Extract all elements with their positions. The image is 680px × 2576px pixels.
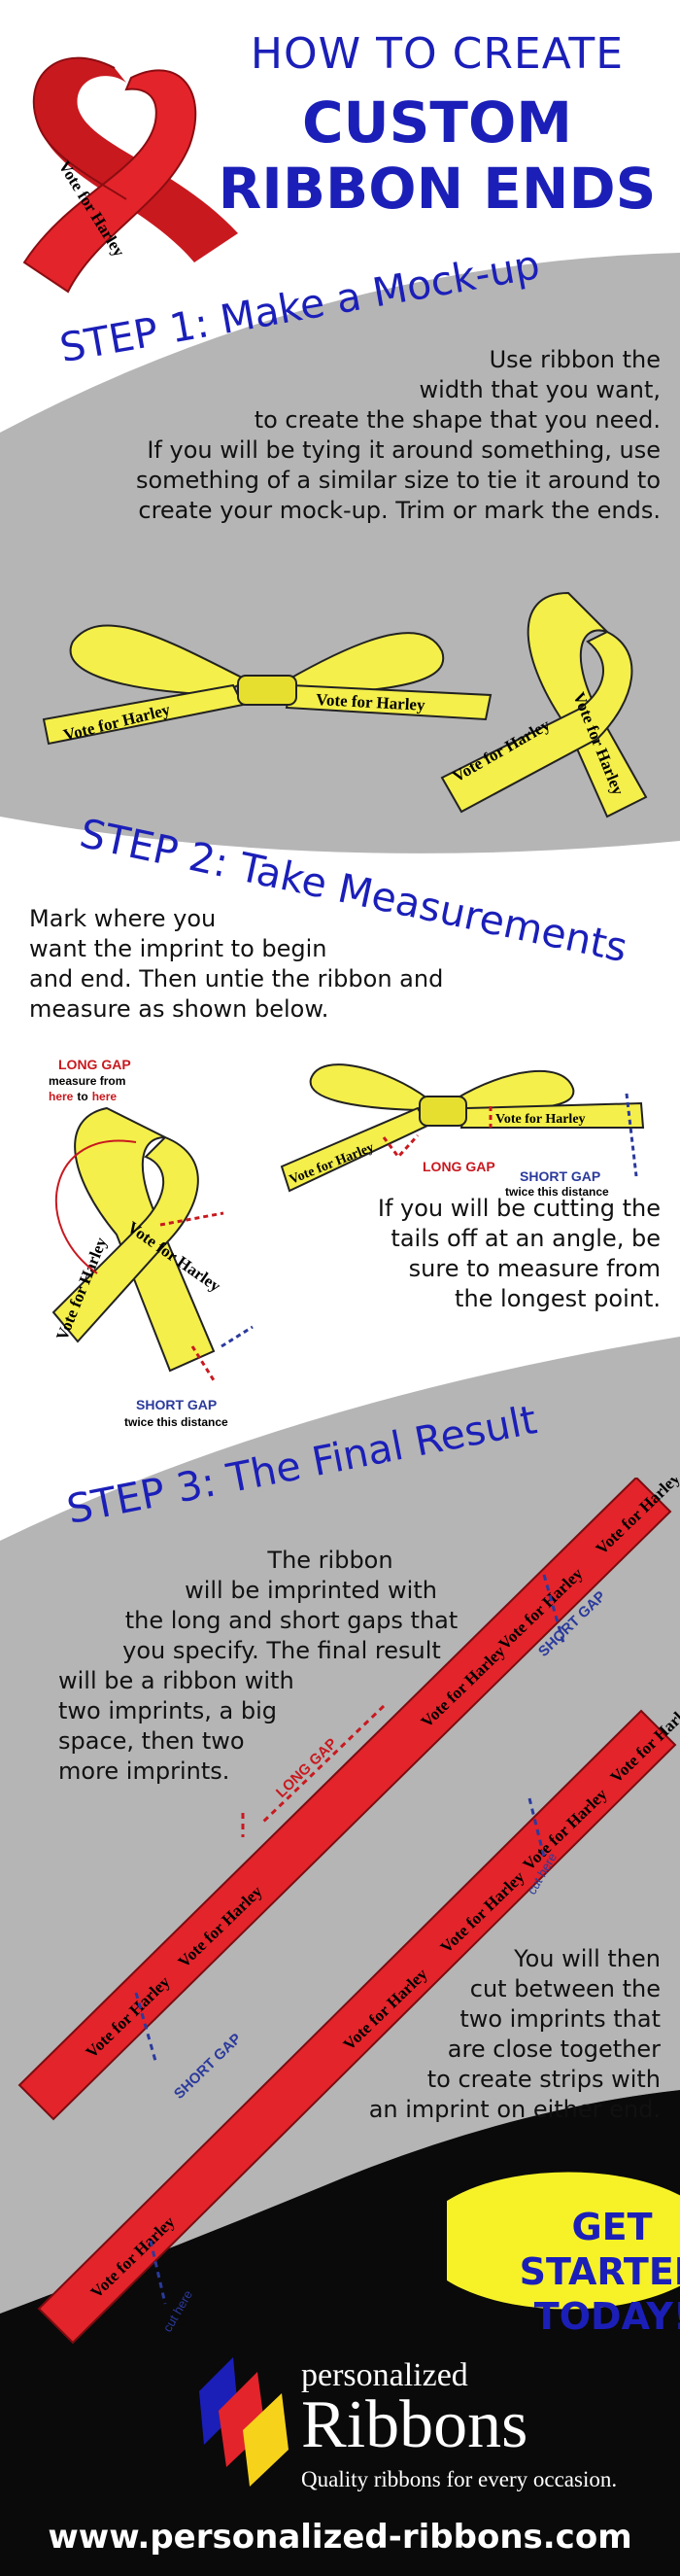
step3-line2: two imprints that [459, 2005, 661, 2033]
step2-line: want the imprint to begin [29, 935, 327, 962]
cta-line-2: TODAY! [533, 2295, 680, 2338]
yellow-bow-icon [42, 624, 493, 746]
brand-tagline: Quality ribbons for every occasion. [301, 2467, 618, 2491]
step3-line: The ribbon [267, 1547, 393, 1574]
step1-ribbons-art: Vote for Harley Vote for Harley Vote for… [42, 591, 648, 818]
step1-line: If you will be tying it around something… [147, 436, 661, 464]
step1-line: something of a similar size to tie it ar… [135, 467, 661, 494]
step3-line: you specify. The final result [122, 1637, 441, 1664]
long-gap-label-left: LONG GAP [58, 1057, 131, 1072]
angle-line: If you will be cutting the [377, 1195, 661, 1222]
twice-label-left: twice this distance [124, 1415, 228, 1429]
bow-label-right: Vote for Harley [495, 1112, 586, 1127]
title-line-2: CUSTOM RIBBON ENDS [209, 89, 665, 222]
brand-name: Ribbons [301, 2387, 528, 2462]
step3-line: more imprints. [58, 1758, 230, 1785]
step3-line2: an imprint on either end. [368, 2096, 661, 2123]
step2-line: Mark where you [29, 905, 217, 932]
yellow-loop-ribbon-icon [51, 1106, 216, 1373]
cta-button-bg[interactable] [447, 2158, 680, 2333]
step3-line: two imprints, a big [58, 1697, 278, 1724]
step3-line: will be imprinted with [185, 1577, 437, 1604]
step3-line2: to create strips with [426, 2066, 661, 2093]
header-ribbon-label-art: Vote for Harley [55, 157, 129, 261]
step2-intro: Mark where you want the imprint to begin… [29, 904, 612, 1025]
brand-top: personalized [301, 2357, 468, 2393]
yellow-loop-ribbon-icon [440, 591, 648, 818]
title-custom: CUSTOM [301, 89, 573, 156]
step1-body: Use ribbon the width that you want, to c… [58, 345, 661, 526]
step3-line: space, then two [58, 1727, 245, 1755]
step1-line: width that you want, [419, 376, 661, 403]
short-gap-label-bottom: SHORT GAP [171, 2031, 245, 2103]
step3-line2: are close together [447, 2036, 661, 2063]
title-line-1: HOW TO CREATE [250, 29, 625, 79]
step3-body: The ribbon will be imprinted with the lo… [58, 1546, 486, 1787]
step3-line: will be a ribbon with [58, 1667, 294, 1694]
step1-line: to create the shape that you need. [254, 406, 661, 434]
step3-line2: You will then [514, 1945, 661, 1972]
measure-from-label: measure from [49, 1074, 125, 1088]
step2-line: and end. Then untie the ribbon and [29, 965, 444, 992]
brand-logo-icon [199, 2357, 289, 2487]
untied-bow-icon [280, 1063, 645, 1193]
long-gap-label-right: LONG GAP [423, 1159, 495, 1174]
step3-line: the long and short gaps that [124, 1607, 459, 1634]
step3-line2: cut between the [469, 1975, 661, 2002]
twice-label-right: twice this distance [505, 1185, 609, 1199]
step3-strips: Vote for Harley Vote for Harley Vote for… [17, 1478, 680, 2345]
header-ribbon-label: Vote for Harley [55, 157, 129, 261]
step2-angle-note: If you will be cutting the tails off at … [311, 1194, 661, 1314]
cut-here-label-bottom: cut here [160, 2287, 195, 2334]
angle-line: tails off at an angle, be [391, 1225, 661, 1252]
step3-body-2: You will then cut between the two imprin… [291, 1944, 661, 2125]
short-gap-label-left: SHORT GAP [136, 1397, 217, 1412]
awareness-ribbon-icon [22, 56, 239, 294]
get-started-button[interactable]: GET STARTED TODAY! [491, 2205, 680, 2339]
step2-line: measure as shown below. [29, 995, 329, 1023]
cta-line-1: GET STARTED [519, 2206, 680, 2293]
header-ribbon-art [22, 56, 239, 294]
website-url-link[interactable]: www.personalized-ribbons.com [48, 2518, 632, 2557]
step2-diagram: Vote for Harley Vote for Harley LONG GAP… [49, 1057, 645, 1429]
angle-line: sure to measure from [408, 1255, 661, 1282]
step1-line: Use ribbon the [489, 346, 661, 373]
angle-line: the longest point. [455, 1285, 661, 1312]
short-gap-label-right: SHORT GAP [520, 1168, 600, 1184]
title-ribbon-ends: RIBBON ENDS [218, 156, 657, 222]
step1-line: create your mock-up. Trim or mark the en… [138, 497, 661, 524]
